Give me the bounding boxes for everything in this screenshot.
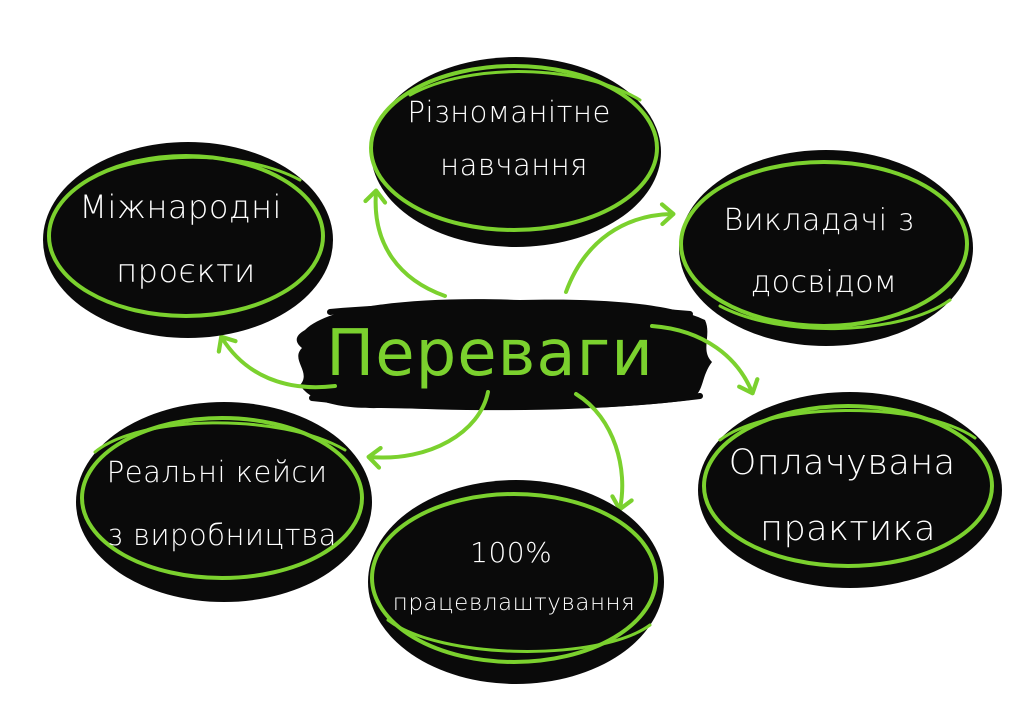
center-brush-streak bbox=[309, 393, 703, 411]
center-label: Переваги bbox=[326, 317, 654, 391]
node-experienced-teachers-ring-stroke bbox=[718, 298, 952, 330]
svg-text:Викладачі з досвідом: Викладачі з досвідом bbox=[724, 203, 925, 300]
node-diverse-learning-line-1: Різноманітне bbox=[407, 95, 610, 129]
svg-text:Міжнародні проєкти: Міжнародні проєкти bbox=[79, 188, 292, 290]
arrow-to-real-cases bbox=[366, 390, 490, 470]
node-diverse-learning-ring-stroke bbox=[408, 70, 642, 102]
node-real-cases: Реальні кейси з виробництва bbox=[76, 402, 372, 602]
svg-text:Оплачувана практика: Оплачувана практика bbox=[729, 443, 968, 549]
connectors bbox=[216, 188, 760, 512]
node-diverse-learning-line-2: навчання bbox=[440, 148, 588, 182]
svg-text:Різноманітне навчання: Різноманітне навчання bbox=[407, 95, 620, 182]
node-employment-ring-stroke bbox=[386, 618, 652, 653]
svg-text:Реальні кейси з виробниц: Реальні кейси з виробництва bbox=[107, 455, 337, 552]
node-international-projects-ring-stroke bbox=[78, 155, 302, 187]
node-experienced-teachers-ring bbox=[679, 160, 969, 328]
node-paid-practice-line-1: Оплачувана bbox=[729, 443, 956, 483]
node-paid-practice-ring bbox=[702, 404, 994, 568]
node-real-cases-line-1: Реальні кейси bbox=[107, 455, 328, 489]
node-real-cases-line-2: з виробництва bbox=[107, 518, 337, 552]
svg-text:100% працевлаштування: 100% працевлаштування bbox=[393, 536, 635, 616]
center-brush: Переваги bbox=[296, 299, 712, 411]
arrow-to-paid-practice bbox=[650, 324, 760, 396]
arrow-to-employment bbox=[574, 392, 634, 512]
node-experienced-teachers: Викладачі з досвідом bbox=[679, 150, 973, 346]
node-international-projects-line-2: проєкти bbox=[116, 252, 256, 290]
node-international-projects-line-1: Міжнародні bbox=[79, 188, 281, 226]
node-employment-line-2: працевлаштування bbox=[393, 590, 635, 616]
node-employment-line-1: 100% bbox=[470, 536, 552, 569]
node-diverse-learning-ring bbox=[369, 64, 659, 232]
arrow-to-international-projects bbox=[216, 334, 337, 390]
node-real-cases-ring-stroke bbox=[93, 421, 347, 454]
node-real-cases-ring bbox=[80, 416, 364, 580]
node-paid-practice: Оплачувана практика bbox=[698, 392, 1002, 588]
node-international-projects: Міжнародні проєкти bbox=[43, 142, 333, 338]
node-experienced-teachers-line-2: досвідом bbox=[751, 265, 897, 300]
center-brush-shape bbox=[296, 299, 712, 410]
node-experienced-teachers-line-1: Викладачі з bbox=[724, 203, 915, 238]
arrow-to-experienced-teachers bbox=[564, 202, 676, 294]
node-employment: 100% працевлаштування bbox=[368, 480, 664, 684]
node-employment-ring bbox=[370, 492, 658, 664]
arrow-to-diverse-learning bbox=[363, 188, 447, 298]
node-paid-practice-ring-stroke bbox=[718, 409, 977, 442]
center-brush-streak bbox=[327, 302, 693, 317]
node-paid-practice-line-2: практика bbox=[760, 509, 936, 549]
node-diverse-learning: Різноманітне навчання bbox=[369, 57, 661, 247]
